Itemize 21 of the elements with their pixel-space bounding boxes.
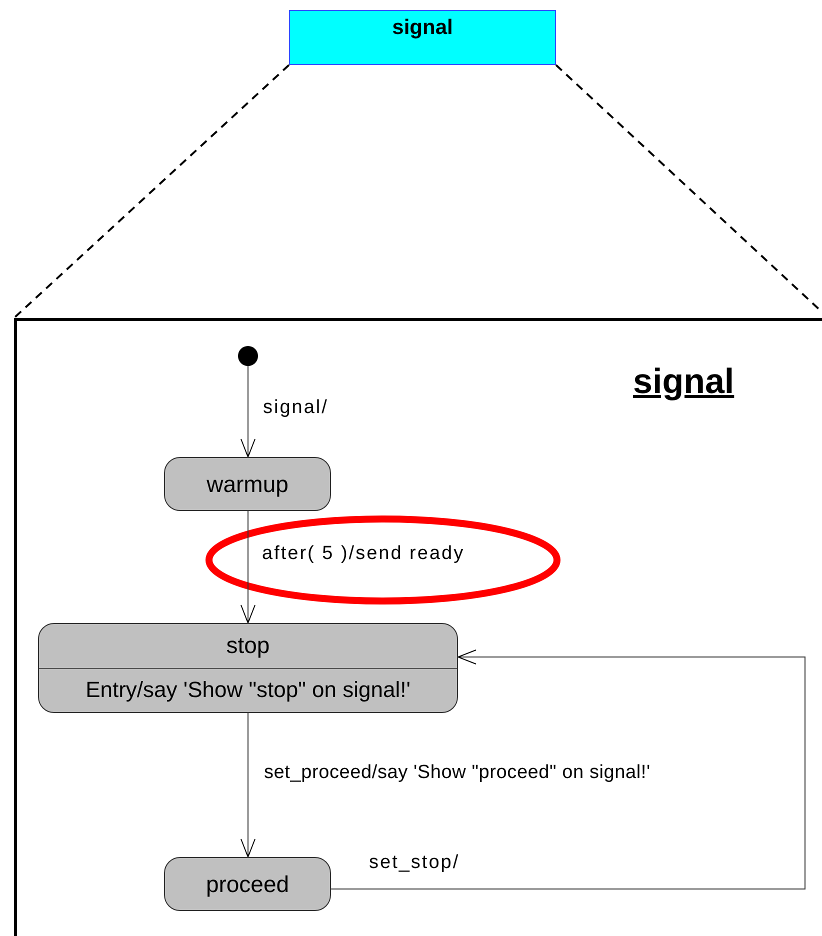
entry-action: Entry/say 'Show "stop" on signal!' — [86, 677, 410, 704]
edge-label: after( 5 )/send ready — [262, 543, 465, 565]
edge-label: set_proceed/say 'Show "proceed" on signal!' — [264, 762, 650, 784]
state-name: stop — [226, 632, 270, 660]
edge-label: set_stop/ — [369, 852, 460, 874]
transition-arrow — [240, 510, 256, 624]
state-name: proceed — [206, 870, 290, 898]
state-box — [38, 623, 458, 713]
state-name: signal — [392, 16, 453, 40]
state-box — [164, 457, 331, 511]
state-box — [289, 10, 556, 65]
transition-arrow — [330, 650, 806, 890]
initial-state-dot — [238, 346, 258, 366]
state-name: warmup — [206, 470, 288, 498]
dashed-projection-line — [13, 64, 290, 319]
frame-panel — [14, 318, 822, 936]
transition-arrow — [240, 712, 256, 858]
frame-title: signal — [633, 362, 734, 402]
edge-label: signal/ — [263, 397, 328, 419]
state-box — [164, 857, 331, 911]
transition-arrow — [240, 366, 256, 458]
